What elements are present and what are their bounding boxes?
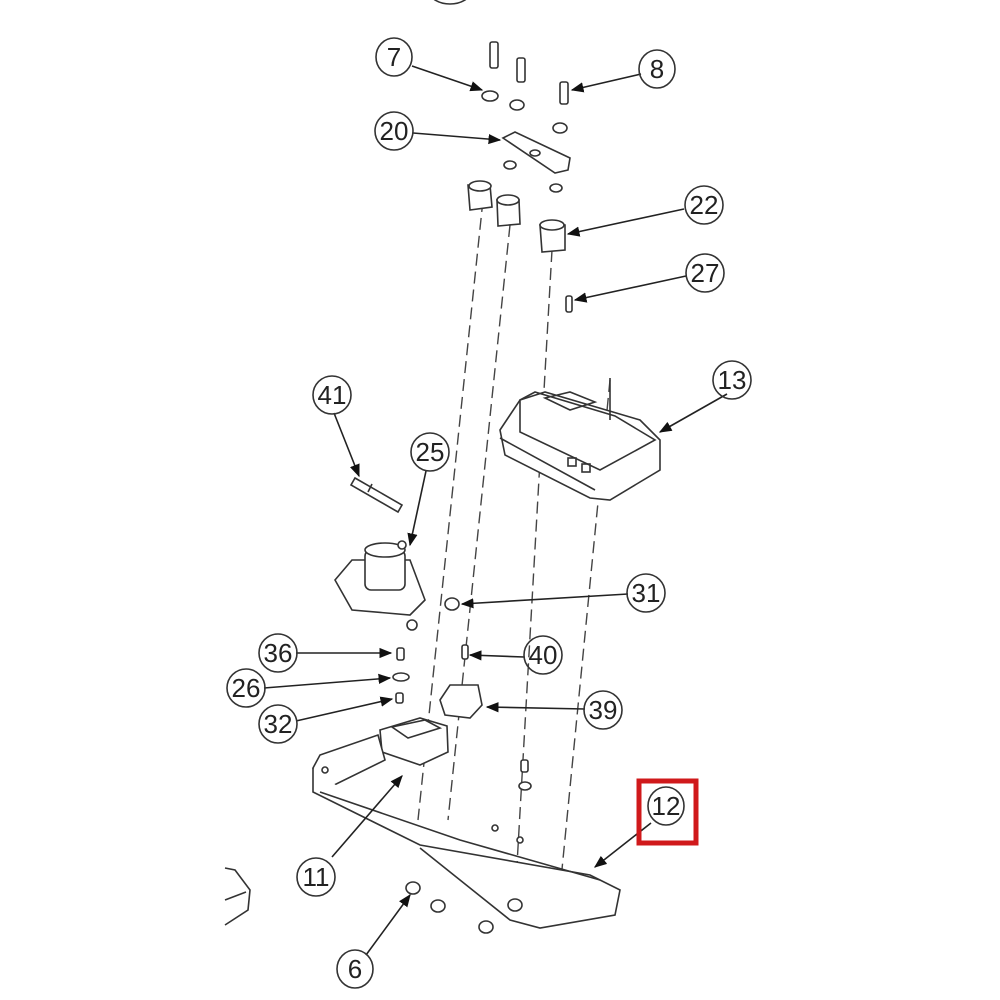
callout-27[interactable]: 27 <box>685 253 725 293</box>
svg-text:32: 32 <box>264 709 293 739</box>
fastener-parts-36-26-32-40 <box>392 644 469 704</box>
svg-text:20: 20 <box>380 116 409 146</box>
svg-text:26: 26 <box>232 673 261 703</box>
svg-text:13: 13 <box>718 365 747 395</box>
svg-text:39: 39 <box>589 695 618 725</box>
callout-32[interactable]: 32 <box>258 704 298 744</box>
callout-7[interactable]: 7 <box>375 37 413 77</box>
svg-text:25: 25 <box>416 437 445 467</box>
spacer-parts-22 <box>467 180 566 253</box>
svg-text:7: 7 <box>387 42 401 72</box>
leader-lines <box>263 65 728 956</box>
callout-6[interactable]: 6 <box>336 949 374 989</box>
pin-part-27 <box>565 295 573 313</box>
terminal-block-part-39 <box>439 684 483 719</box>
callout-22[interactable]: 22 <box>684 185 724 225</box>
relay-part-11 <box>379 717 449 766</box>
partial-callout-top <box>433 0 467 5</box>
callout-11[interactable]: 11 <box>296 857 336 897</box>
screw-part-7-stack <box>481 41 569 134</box>
callout-12-highlighted[interactable]: 12 <box>636 778 699 846</box>
plate-part-20 <box>501 131 571 193</box>
highlight-box <box>636 778 699 846</box>
assembly-axis-lines <box>417 199 611 911</box>
callout-40[interactable]: 40 <box>523 635 563 675</box>
fuse-holder-part-41 <box>349 476 404 514</box>
controller-box-part-13 <box>499 378 661 501</box>
svg-text:31: 31 <box>632 578 661 608</box>
callout-39[interactable]: 39 <box>583 690 623 730</box>
svg-text:6: 6 <box>348 954 362 984</box>
callout-31[interactable]: 31 <box>626 573 666 613</box>
solenoid-part-25 <box>334 540 426 631</box>
mounting-plate-part-12 <box>312 733 621 929</box>
svg-text:12: 12 <box>652 791 681 821</box>
svg-text:40: 40 <box>529 640 558 670</box>
callout-13[interactable]: 13 <box>712 360 752 400</box>
svg-text:22: 22 <box>690 190 719 220</box>
svg-text:36: 36 <box>264 638 293 668</box>
callout-36[interactable]: 36 <box>258 633 298 673</box>
callout-41[interactable]: 41 <box>312 375 352 415</box>
screw-part-31 <box>444 597 460 611</box>
callout-25[interactable]: 25 <box>410 432 450 472</box>
callout-20[interactable]: 20 <box>374 111 414 151</box>
partial-part-left-edge <box>224 867 251 926</box>
screw-parts-6 <box>405 881 523 934</box>
svg-text:8: 8 <box>650 54 664 84</box>
svg-text:11: 11 <box>303 862 330 892</box>
svg-text:27: 27 <box>691 258 720 288</box>
svg-text:41: 41 <box>318 380 347 410</box>
callout-26[interactable]: 26 <box>226 668 266 708</box>
callout-8[interactable]: 8 <box>638 49 676 89</box>
